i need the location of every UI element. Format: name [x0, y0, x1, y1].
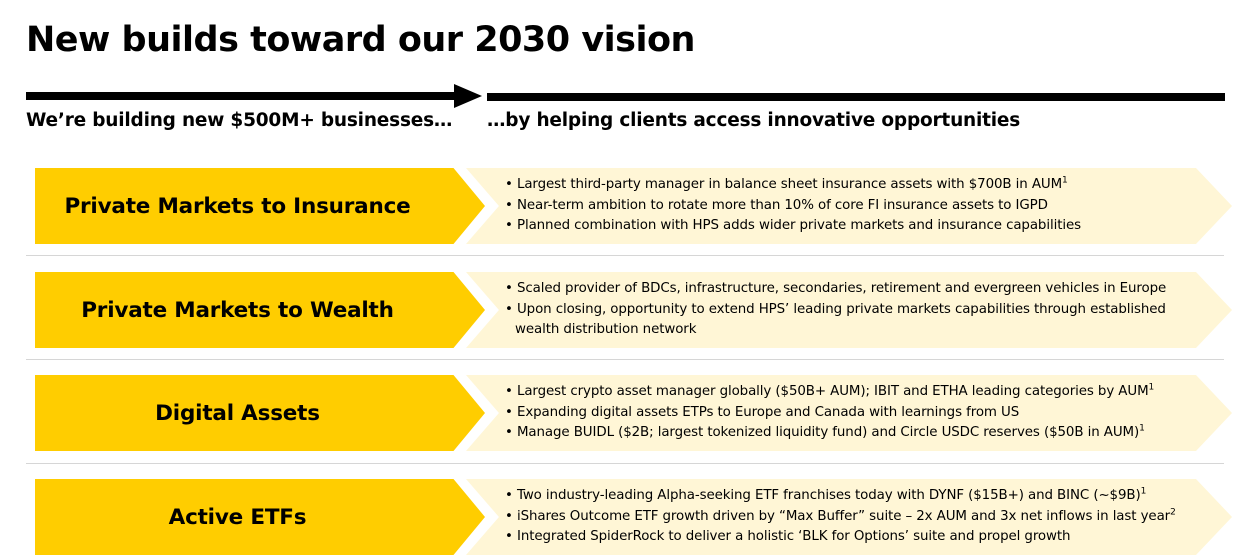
bullet-item: Planned combination with HPS adds wider …	[505, 216, 1205, 237]
arrow-right-icon	[454, 84, 482, 108]
bullet-item: Expanding digital assets ETPs to Europe …	[505, 403, 1205, 424]
subtitle-right: …by helping clients access innovative op…	[487, 110, 1021, 131]
row-divider	[26, 359, 1224, 360]
row-chevron: Private Markets to Wealth	[35, 272, 485, 348]
bullet-item: Two industry-leading Alpha-seeking ETF f…	[505, 486, 1205, 507]
bullet-item: Scaled provider of BDCs, infrastructure,…	[505, 279, 1205, 300]
arrow-shaft	[26, 92, 456, 100]
header-rule	[487, 93, 1225, 101]
bullet-item: Largest third-party manager in balance s…	[505, 175, 1205, 196]
page-title: New builds toward our 2030 vision	[26, 20, 695, 60]
row-chevron: Digital Assets	[35, 375, 485, 451]
bullet-list: Scaled provider of BDCs, infrastructure,…	[505, 272, 1205, 348]
row-divider	[26, 463, 1224, 464]
bullet-list: Two industry-leading Alpha-seeking ETF f…	[505, 479, 1205, 555]
row-active-etfs: Active ETFs Two industry-leading Alpha-s…	[0, 479, 1247, 555]
bullet-item: Largest crypto asset manager globally ($…	[505, 382, 1205, 403]
row-chevron: Active ETFs	[35, 479, 485, 555]
bullet-list: Largest third-party manager in balance s…	[505, 168, 1205, 244]
bullet-item: Integrated SpiderRock to deliver a holis…	[505, 527, 1205, 548]
row-divider	[26, 255, 1224, 256]
row-label: Digital Assets	[155, 400, 320, 426]
subtitle-left: We’re building new $500M+ businesses…	[26, 110, 453, 131]
row-label: Private Markets to Insurance	[64, 193, 411, 219]
bullet-item: Manage BUIDL ($2B; largest tokenized liq…	[505, 423, 1205, 444]
bullet-item: Upon closing, opportunity to extend HPS’…	[505, 300, 1205, 341]
bullet-item: iShares Outcome ETF growth driven by “Ma…	[505, 507, 1205, 528]
row-label: Private Markets to Wealth	[81, 297, 394, 323]
bullet-list: Largest crypto asset manager globally ($…	[505, 375, 1205, 451]
row-label: Active ETFs	[168, 504, 307, 530]
row-private-markets-insurance: Private Markets to Insurance Largest thi…	[0, 168, 1247, 244]
row-digital-assets: Digital Assets Largest crypto asset mana…	[0, 375, 1247, 451]
bullet-item: Near-term ambition to rotate more than 1…	[505, 196, 1205, 217]
row-chevron: Private Markets to Insurance	[35, 168, 485, 244]
row-private-markets-wealth: Private Markets to Wealth Scaled provide…	[0, 272, 1247, 348]
